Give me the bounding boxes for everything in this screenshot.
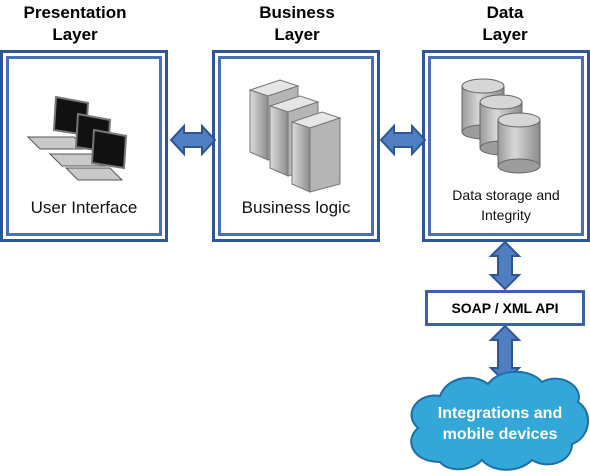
cloud-line-1: Integrations and	[437, 405, 563, 422]
title-line: Layer	[482, 25, 528, 44]
title-line: Presentation	[23, 3, 127, 22]
cloud-icon	[410, 370, 590, 471]
cloud-line-2: mobile devices	[442, 426, 558, 443]
title-line: Layer	[52, 25, 98, 44]
laptops-icon	[26, 95, 128, 181]
title-line: Layer	[274, 25, 320, 44]
double-arrow-icon	[169, 123, 217, 157]
double-arrow-icon	[379, 123, 427, 157]
cloud-label: Integrations and mobile devices	[420, 403, 580, 445]
servers-icon	[248, 79, 342, 193]
title-line: Data	[486, 3, 524, 22]
soap-xml-api-box: SOAP / XML API	[425, 290, 585, 326]
business-layer-title: Business Layer	[222, 2, 372, 46]
database-icon	[461, 78, 541, 174]
data-layer-title: Data Layer	[430, 2, 580, 46]
title-line: Business	[259, 3, 335, 22]
api-label: SOAP / XML API	[451, 300, 559, 316]
presentation-layer-title: Presentation Layer	[0, 2, 150, 46]
double-arrow-icon	[488, 240, 522, 291]
